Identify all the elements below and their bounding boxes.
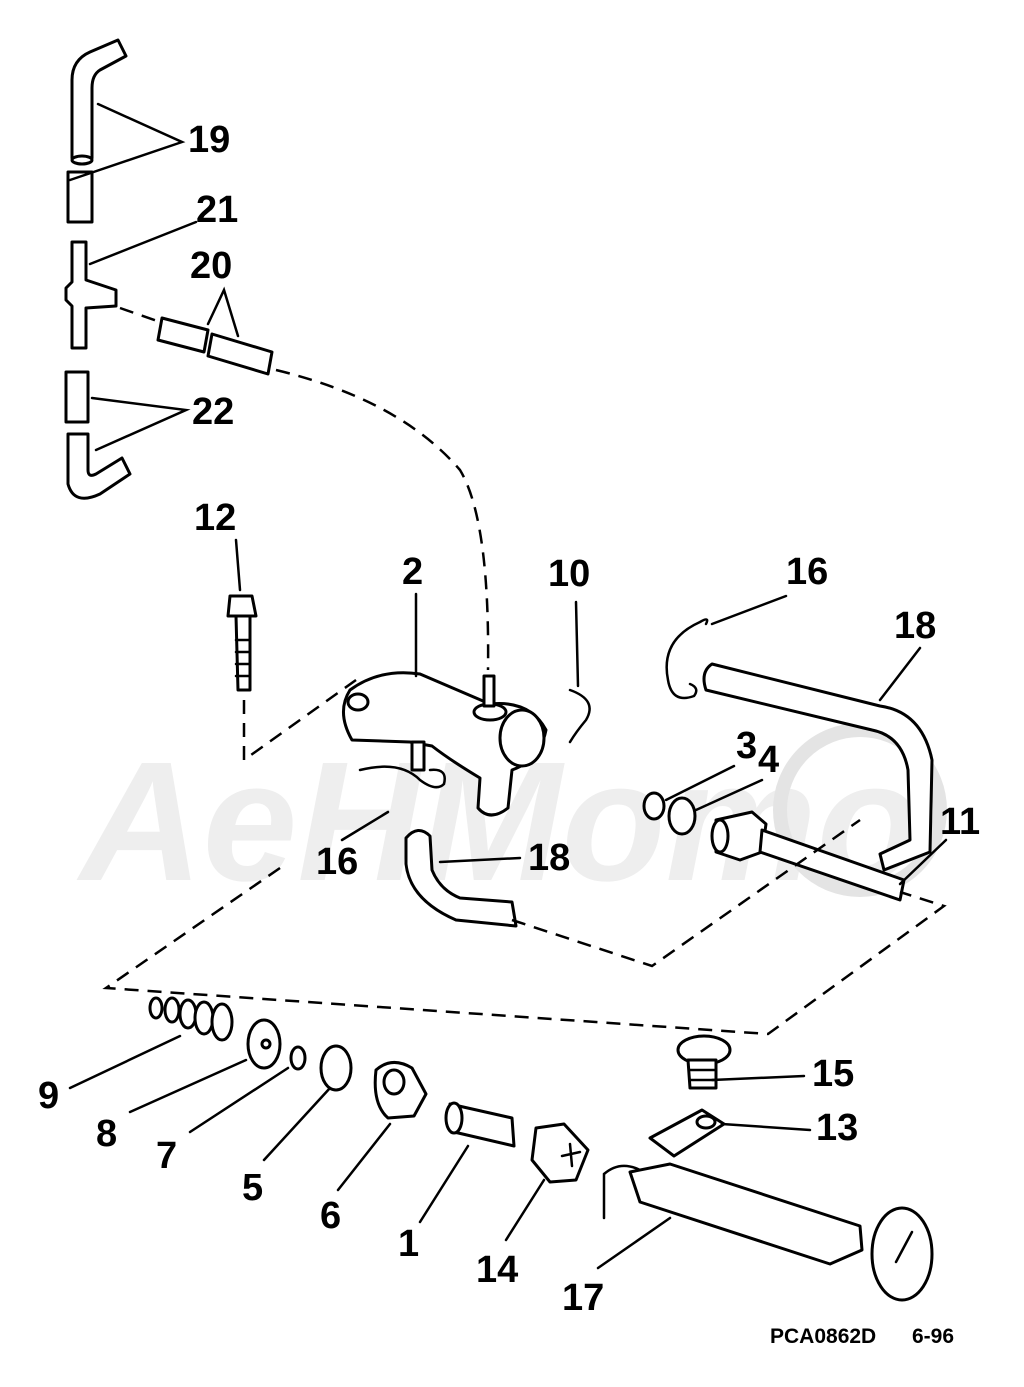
part-18-hose-upper (702, 662, 934, 872)
part-13-bracket (648, 1108, 726, 1158)
leader-lines (68, 102, 948, 1270)
part-16-spring-clip-upper (665, 618, 709, 700)
callout-16-upper: 16 (786, 551, 828, 593)
callout-20: 20 (190, 245, 232, 287)
part-22-hose-straight (64, 370, 90, 424)
callout-19: 19 (188, 119, 230, 161)
part-9-spring (148, 996, 234, 1042)
part-18-hose-lower (404, 829, 518, 928)
figure-code: PCA0862D (770, 1325, 876, 1348)
callout-11: 11 (940, 801, 980, 843)
part-6-cam (373, 1061, 428, 1120)
callout-21: 21 (196, 189, 238, 231)
part-2-valve-body (342, 671, 548, 817)
callout-18-upper: 18 (894, 605, 936, 647)
part-5-o-ring (319, 1044, 353, 1092)
part-17-choke-handle (602, 1162, 934, 1302)
part-15-screw (676, 1034, 732, 1090)
callout-10: 10 (548, 553, 590, 595)
callout-3: 3 (736, 725, 757, 767)
callout-9: 9 (38, 1075, 59, 1117)
callout-7: 7 (156, 1135, 177, 1177)
part-10-clip (568, 688, 591, 744)
part-19-hose-upper (70, 38, 128, 166)
part-16-spring-clip-lower (358, 765, 446, 789)
callout-15: 15 (812, 1053, 854, 1095)
callout-5: 5 (242, 1167, 263, 1209)
callout-22: 22 (192, 391, 234, 433)
part-3-o-ring (642, 791, 666, 821)
callout-4: 4 (758, 739, 779, 781)
part-11-fitting (710, 810, 906, 902)
part-4-o-ring (667, 796, 697, 836)
part-1-plunger (444, 1101, 516, 1148)
figure-date: 6-96 (912, 1325, 954, 1348)
callout-12: 12 (194, 497, 236, 539)
callout-6: 6 (320, 1195, 341, 1237)
callout-2: 2 (402, 551, 423, 593)
callout-13: 13 (816, 1107, 858, 1149)
callout-14: 14 (476, 1249, 518, 1291)
callout-16-lower: 16 (316, 841, 358, 883)
callout-8: 8 (96, 1113, 117, 1155)
part-20-hose-long (206, 332, 274, 376)
part-12-bolt (226, 594, 258, 692)
callout-17: 17 (562, 1277, 604, 1319)
part-8-washer (246, 1018, 282, 1070)
callout-1: 1 (398, 1223, 419, 1265)
connection-lines (102, 306, 947, 1036)
callout-18-lower: 18 (528, 837, 570, 879)
part-20-hose-short (156, 316, 210, 354)
part-7-o-ring (289, 1045, 307, 1071)
part-19-hose-lower (66, 170, 94, 224)
part-21-tee-fitting (64, 240, 118, 350)
part-22-hose-elbow (66, 432, 132, 500)
part-14-knob (530, 1122, 590, 1184)
